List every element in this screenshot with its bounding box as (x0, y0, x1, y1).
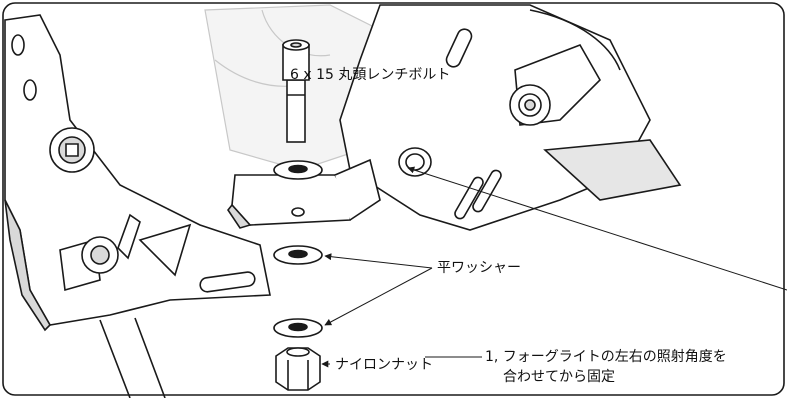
washer-label: 平ワッシャー (437, 260, 521, 276)
flat-washer-bottom (273, 318, 323, 338)
adjustment-note-line-1: 1, フォーグライトの左右の照射角度を (485, 349, 727, 365)
round-head-wrench-bolt (282, 39, 310, 143)
washer-leader-upper (324, 253, 433, 269)
lamp-bracket (227, 158, 381, 229)
adjustment-note-line-2: 合わせてから固定 (503, 369, 615, 385)
flat-washer-top (273, 160, 323, 180)
fog-lamp-housing (339, 4, 682, 231)
mounting-frame-plate (4, 14, 271, 398)
angle-leader (407, 166, 787, 291)
nylon-nut (275, 347, 321, 391)
nut-label: ナイロンナット (335, 357, 433, 373)
washer-leader-lower (324, 267, 433, 326)
leader-lines (321, 166, 787, 368)
flat-washer-middle (273, 245, 323, 265)
bolt-label: 6 x 15 丸頭レンチボルト (290, 67, 451, 83)
